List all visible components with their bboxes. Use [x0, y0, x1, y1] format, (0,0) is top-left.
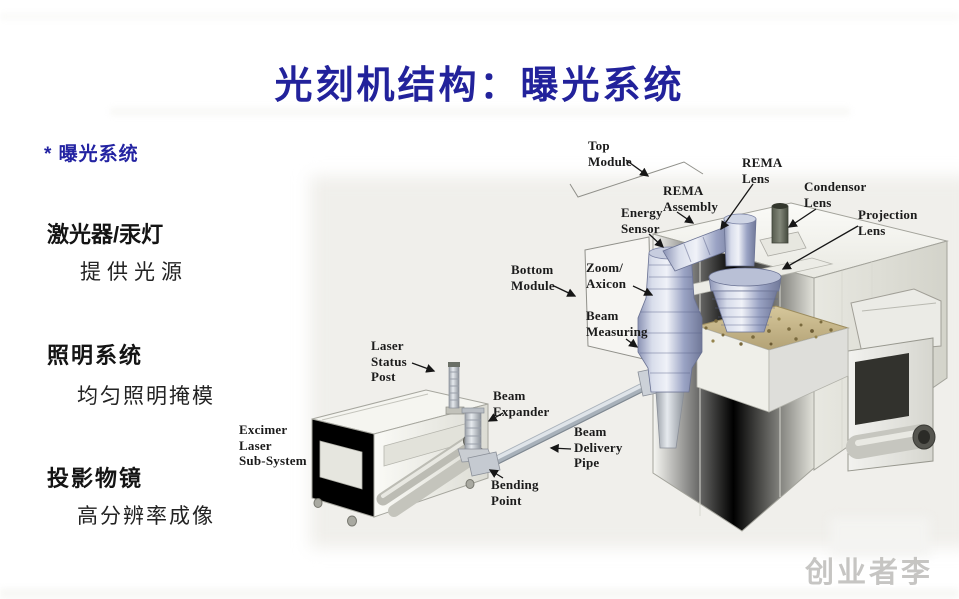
scan-artifact-band: [110, 107, 850, 116]
label-condensor-lens: Condensor Lens: [804, 179, 867, 210]
section-illumination-detail: 均匀照明掩模: [77, 385, 215, 408]
section-projection-detail: 高分辨率成像: [77, 505, 215, 528]
scan-artifact-band: [0, 588, 959, 599]
rema-assembly-arm: [662, 213, 757, 272]
label-bending-point: Bending Point: [491, 477, 539, 508]
page-title: 光刻机结构：曝光系统: [274, 65, 685, 107]
label-laser-status-post: Laser Status Post: [371, 338, 407, 385]
watermark: 创业者李孟: [805, 557, 934, 589]
top-module-ghost-outline: [569, 161, 704, 198]
label-bottom-module: Bottom Module: [511, 262, 555, 293]
label-beam-delivery-pipe: Beam Delivery Pipe: [574, 424, 623, 471]
label-beam-expander: Beam Expander: [493, 388, 550, 419]
beam-delivery-pipe-part: [486, 378, 654, 469]
scan-artifact-band: [0, 13, 959, 20]
condensor-lens-part: [759, 203, 807, 257]
label-projection-lens: Projection Lens: [858, 207, 918, 238]
label-top-module: Top Module: [588, 138, 632, 169]
label-rema-assembly: REMA Assembly: [663, 183, 719, 214]
label-pointer-arrows: [411, 159, 859, 479]
label-excimer-laser-subsystem: Excimer Laser Sub-System: [239, 422, 307, 469]
bullet-exposure-system: * 曝光系统: [44, 144, 139, 165]
laser-status-post-part: [445, 362, 465, 415]
label-beam-measuring: Beam Measuring: [586, 308, 648, 339]
excimer-laser-machine: [311, 389, 489, 527]
equipment-cart: [846, 288, 942, 472]
projection-lens-column: [708, 267, 782, 333]
zoom-axicon-column: [637, 246, 703, 449]
section-projection-heading: 投影物镜: [47, 466, 144, 491]
section-illumination-heading: 照明系统: [47, 343, 144, 368]
label-zoom-axicon: Zoom/ Axicon: [586, 260, 627, 291]
section-laser-detail: 提供光源: [80, 261, 188, 284]
label-energy-sensor: Energy Sensor: [621, 205, 663, 236]
label-rema-lens: REMA Lens: [742, 155, 783, 186]
section-laser-heading: 激光器/汞灯: [47, 222, 164, 247]
blur-patch: [830, 517, 930, 557]
